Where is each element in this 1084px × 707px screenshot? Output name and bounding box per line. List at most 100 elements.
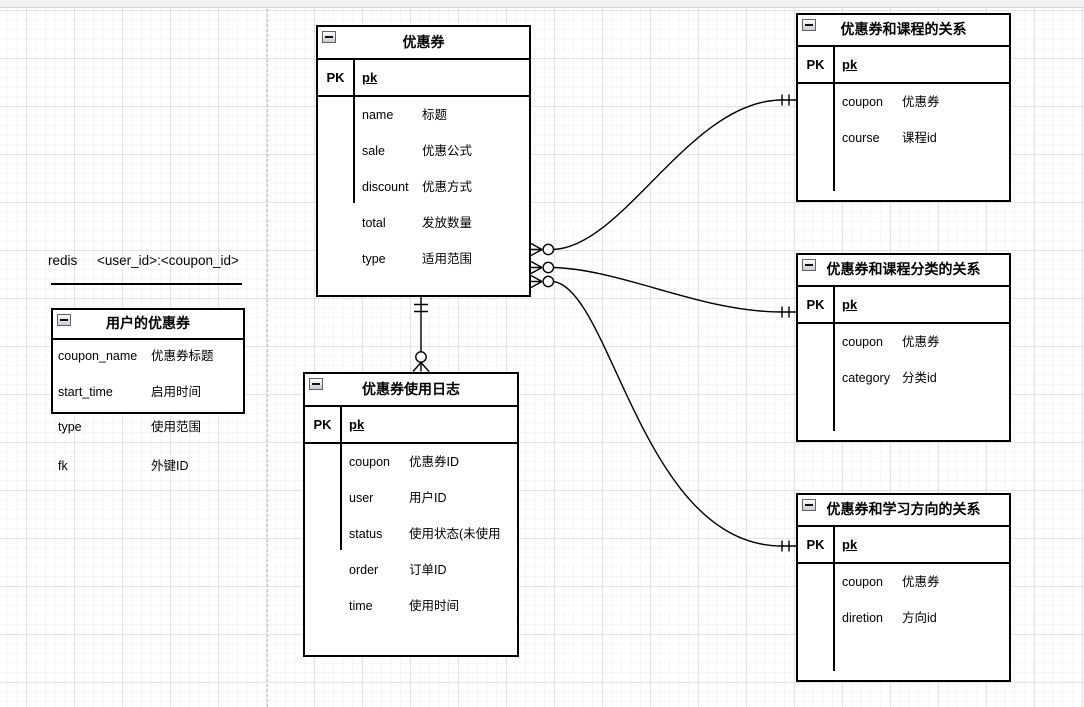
field-row[interactable]: coupon_name 优惠券标题: [51, 338, 245, 374]
field-name: fk: [58, 459, 68, 473]
pk-row[interactable]: PK pk: [798, 527, 1009, 564]
field-row[interactable]: start_time 启用时间: [51, 374, 245, 410]
collapse-icon[interactable]: [802, 19, 816, 31]
exactly-one-marker-icon: [781, 540, 790, 552]
field-name: coupon: [349, 455, 391, 469]
entity-title: 优惠券: [402, 34, 445, 50]
field-name: time: [349, 599, 373, 613]
field-desc: 启用时间: [151, 385, 202, 399]
pk-label: PK: [326, 70, 345, 85]
field-desc: 课程id: [902, 131, 937, 145]
field-row[interactable]: sale 优惠公式: [318, 133, 529, 169]
exactly-one-marker-icon: [781, 94, 790, 106]
field-desc: 优惠券: [902, 335, 940, 349]
field-row[interactable]: course 课程id: [798, 120, 1009, 156]
entity-title: 优惠券和课程的关系: [840, 21, 967, 37]
pk-row[interactable]: PK pk: [318, 60, 529, 97]
pk-field: pk: [362, 70, 378, 85]
field-desc: 优惠券标题: [151, 349, 214, 363]
collapse-icon[interactable]: [802, 499, 816, 511]
field-row[interactable]: type 适用范围: [318, 241, 529, 277]
edge-coupon-to-course-relation[interactable]: [530, 94, 797, 257]
collapse-icon[interactable]: [322, 31, 336, 43]
field-name: type: [58, 420, 82, 434]
pk-field: pk: [349, 417, 365, 432]
pk-row[interactable]: PK pk: [798, 287, 1009, 324]
field-name: order: [349, 563, 379, 577]
edge-coupon-to-direction-relation[interactable]: [530, 274, 797, 552]
field-name: coupon_name: [58, 349, 138, 363]
entity-title: 优惠券和课程分类的关系: [826, 261, 981, 277]
zero-marker-icon: [542, 261, 555, 274]
pk-field: pk: [842, 297, 858, 312]
entity-coupon-course-relation[interactable]: 优惠券和课程的关系 PK pk coupon 优惠券 course 课程id: [796, 13, 1011, 202]
edge-line[interactable]: [553, 280, 797, 547]
field-row[interactable]: diretion 方向id: [798, 600, 1009, 636]
field-desc: 分类id: [902, 371, 937, 385]
edge-coupon-to-usage-log[interactable]: [412, 297, 430, 372]
field-desc: 使用时间: [409, 599, 460, 613]
redis-key-note[interactable]: redis <user_id>:<coupon_id>: [48, 253, 239, 268]
field-row[interactable]: order 订单ID: [305, 552, 517, 588]
field-name: coupon: [842, 95, 884, 109]
edge-coupon-to-category-relation[interactable]: [530, 260, 797, 318]
field-row[interactable]: coupon 优惠券: [798, 84, 1009, 120]
field-row[interactable]: coupon 优惠券: [798, 324, 1009, 360]
entity-border-box: [51, 308, 245, 414]
field-desc: 外键ID: [151, 459, 189, 473]
pk-column-divider: [340, 407, 342, 550]
field-row[interactable]: name 标题: [318, 97, 529, 133]
edge-line[interactable]: [553, 266, 797, 313]
collapse-icon[interactable]: [57, 314, 71, 326]
field-row[interactable]: coupon 优惠券: [798, 564, 1009, 600]
entity-header: 优惠券和学习方向的关系: [798, 495, 1009, 527]
crow-foot-icon: [530, 242, 543, 257]
field-row[interactable]: discount 优惠方式: [318, 169, 529, 205]
field-desc: 使用范围: [151, 420, 202, 434]
crow-foot-icon: [530, 274, 543, 289]
field-row[interactable]: total 发放数量: [318, 205, 529, 241]
canvas-top-edge: [0, 0, 1084, 8]
field-name: coupon: [842, 335, 884, 349]
pk-row[interactable]: PK pk: [305, 407, 517, 444]
field-name: total: [362, 216, 386, 230]
pk-field: pk: [842, 537, 858, 552]
field-row[interactable]: status 使用状态(未使用: [305, 516, 517, 552]
field-desc: 用户ID: [409, 491, 447, 505]
entity-user-coupon[interactable]: 用户的优惠券 coupon_name 优惠券标题 start_time 启用时间…: [51, 308, 245, 480]
field-desc: 优惠券: [902, 95, 940, 109]
redis-label: redis: [48, 253, 78, 268]
pk-row[interactable]: PK pk: [798, 47, 1009, 84]
entity-header: 优惠券使用日志: [305, 374, 517, 407]
field-row[interactable]: user 用户ID: [305, 480, 517, 516]
field-name: discount: [362, 180, 409, 194]
field-row[interactable]: category 分类id: [798, 360, 1009, 396]
field-row[interactable]: coupon 优惠券ID: [305, 444, 517, 480]
entity-coupon-direction-relation[interactable]: 优惠券和学习方向的关系 PK pk coupon 优惠券 diretion 方向…: [796, 493, 1011, 682]
exactly-one-marker-icon: [781, 306, 790, 318]
entity-coupon[interactable]: 优惠券 PK pk name 标题 sale 优惠公式 discount 优惠方…: [316, 25, 531, 297]
field-desc: 发放数量: [422, 216, 473, 230]
entity-coupon-category-relation[interactable]: 优惠券和课程分类的关系 PK pk coupon 优惠券 category 分类…: [796, 253, 1011, 442]
field-desc: 订单ID: [409, 563, 447, 577]
field-name: name: [362, 108, 394, 122]
entity-usage-log[interactable]: 优惠券使用日志 PK pk coupon 优惠券ID user 用户ID sta…: [303, 372, 519, 657]
zero-marker-icon: [415, 351, 427, 363]
field-row[interactable]: time 使用时间: [305, 588, 517, 624]
entity-title: 用户的优惠券: [106, 315, 190, 331]
zero-marker-icon: [542, 243, 555, 256]
crow-foot-icon: [530, 260, 543, 275]
exactly-one-marker-icon: [414, 303, 428, 313]
field-row[interactable]: fk 外键ID: [51, 448, 245, 484]
collapse-icon[interactable]: [309, 378, 323, 390]
collapse-icon[interactable]: [802, 259, 816, 271]
field-name: type: [362, 252, 386, 266]
field-desc: 优惠券ID: [409, 455, 460, 469]
field-row[interactable]: type 使用范围: [51, 409, 245, 445]
field-desc: 优惠方式: [422, 180, 473, 194]
edge-line[interactable]: [553, 99, 797, 251]
crow-foot-icon: [412, 362, 430, 372]
pk-column-divider: [833, 287, 835, 431]
